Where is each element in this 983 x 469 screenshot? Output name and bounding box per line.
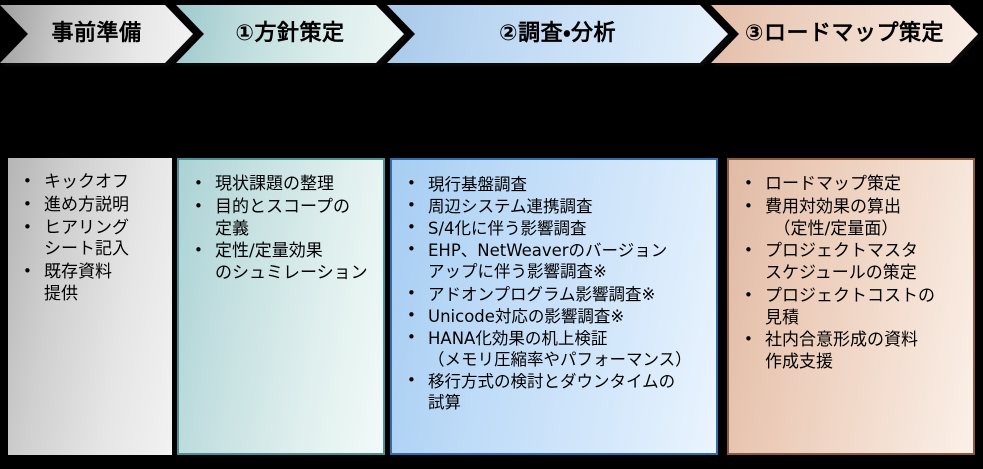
task-item: 移行方式の検討とダウンタイムの 試算 (398, 371, 710, 413)
task-item: 現行基盤調査 (398, 174, 710, 195)
phase-arrow-label: ③ロードマップ策定 (744, 21, 945, 46)
phase-arrow-roadmap[interactable]: ③ロードマップ策定 (711, 5, 978, 63)
phase-card-roadmap: ロードマップ策定費用対効果の算出 （定性/定量面）プロジェクトマスタ スケジュー… (727, 158, 975, 455)
task-item: HANA化効果の机上検証 （メモリ圧縮率やパフォーマンス） (398, 328, 710, 370)
phase-card-policy: 現状課題の整理目的とスコープの 定義定性/定量効果 のシュミレーション (177, 158, 385, 455)
task-item: キックオフ (14, 172, 166, 194)
task-item: EHP、NetWeaverのバージョン アップに伴う影響調査※ (398, 240, 710, 282)
phase-arrow-survey[interactable]: ②調査・分析 (387, 5, 728, 63)
task-item: アドオンプログラム影響調査※ (398, 284, 710, 305)
task-item: Unicode対応の影響調査※ (398, 306, 710, 327)
task-item: 進め方説明 (14, 195, 166, 217)
phase-arrow-pre[interactable]: 事前準備 (0, 5, 193, 63)
phase-arrow-band: 事前準備 ①方針策定 ②調査・分析 ③ロードマップ策定 (0, 0, 983, 80)
task-item: 定性/定量効果 のシュミレーション (185, 241, 377, 285)
phase-arrow-label: 事前準備 (51, 21, 142, 46)
task-item: ヒアリング シート記入 (14, 218, 166, 262)
task-list: ロードマップ策定費用対効果の算出 （定性/定量面）プロジェクトマスタ スケジュー… (735, 174, 967, 374)
task-item: 既存資料 提供 (14, 262, 166, 306)
arrow-fill (387, 5, 728, 63)
arrow-fill (0, 5, 193, 63)
task-item: プロジェクトマスタ スケジュールの策定 (735, 241, 967, 285)
arrow-fill (176, 5, 404, 63)
phase-arrow-policy[interactable]: ①方針策定 (176, 5, 404, 63)
task-item: 周辺システム連携調査 (398, 196, 710, 217)
task-item: 社内合意形成の資料 作成支援 (735, 330, 967, 374)
task-item: プロジェクトコストの 見積 (735, 286, 967, 330)
task-list: 現状課題の整理目的とスコープの 定義定性/定量効果 のシュミレーション (185, 174, 377, 285)
task-item: 目的とスコープの 定義 (185, 197, 377, 241)
arrow-fill (711, 5, 978, 63)
task-list: 現行基盤調査周辺システム連携調査S/4化に伴う影響調査EHP、NetWeaver… (398, 174, 710, 413)
task-item: S/4化に伴う影響調査 (398, 218, 710, 239)
phase-card-survey: 現行基盤調査周辺システム連携調査S/4化に伴う影響調査EHP、NetWeaver… (390, 158, 718, 455)
phase-arrow-label: ②調査・分析 (498, 21, 617, 46)
task-item: 現状課題の整理 (185, 174, 377, 196)
phase-card-pre: キックオフ進め方説明ヒアリング シート記入既存資料 提供 (8, 158, 172, 455)
task-list: キックオフ進め方説明ヒアリング シート記入既存資料 提供 (14, 172, 166, 306)
task-item: ロードマップ策定 (735, 174, 967, 196)
phase-arrow-label: ①方針策定 (235, 21, 345, 46)
task-item: 費用対効果の算出 （定性/定量面） (735, 197, 967, 241)
